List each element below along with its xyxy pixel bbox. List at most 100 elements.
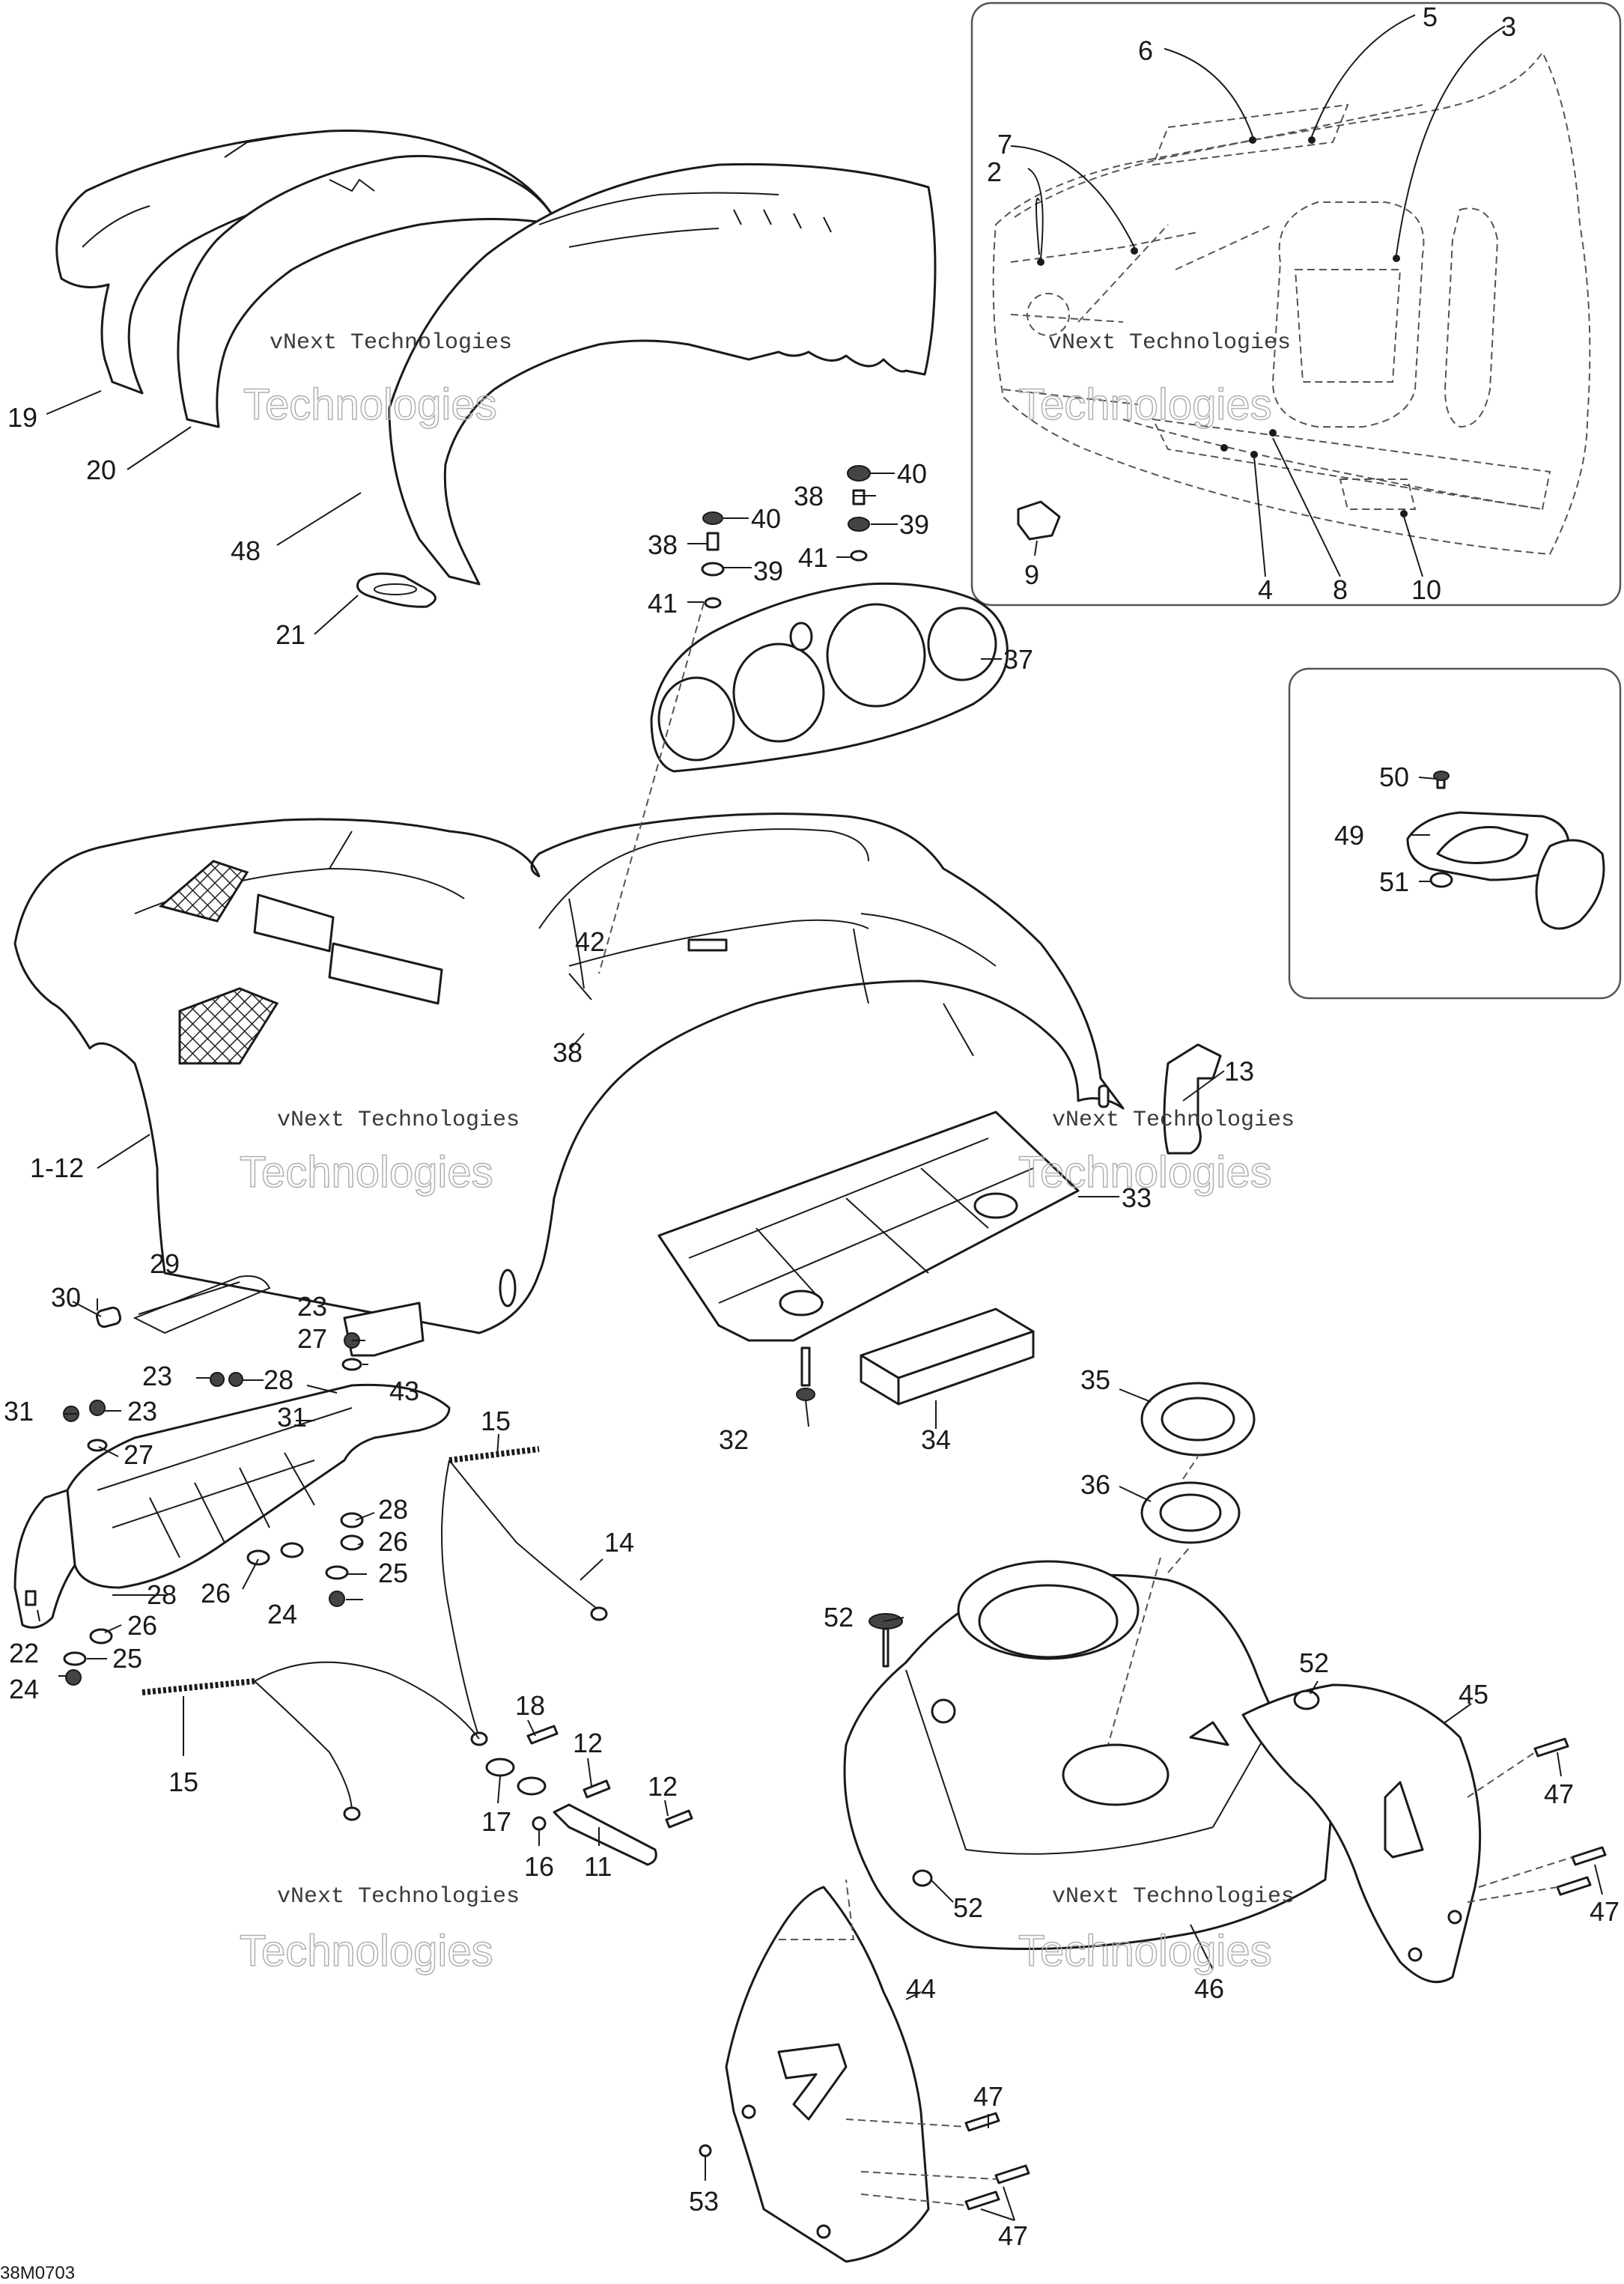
callout-28-b: 28	[378, 1494, 408, 1525]
callout-6: 6	[1138, 35, 1153, 66]
svg-text:Technologies: Technologies	[1018, 1148, 1272, 1197]
svg-text:vNext Technologies: vNext Technologies	[277, 1108, 520, 1133]
part-33-tray	[657, 1111, 1080, 1342]
part-18-rivet	[526, 1725, 559, 1745]
callout-47-b: 47	[1590, 1896, 1620, 1927]
callout-8: 8	[1333, 574, 1348, 605]
part-15-spring-lower	[142, 1661, 480, 1821]
hardware-stack-right	[847, 465, 871, 562]
callout-35: 35	[1080, 1364, 1110, 1395]
callout-48: 48	[231, 535, 261, 566]
callout-46: 46	[1194, 1973, 1224, 2004]
callout-21: 21	[276, 619, 305, 650]
part-46-console	[843, 1560, 1334, 1950]
part-47-rivets	[964, 1737, 1607, 2211]
callout-25: 25	[378, 1558, 408, 1588]
callout-43: 43	[389, 1376, 419, 1406]
decal-leader-dots	[1037, 136, 1408, 517]
callout-23-c: 23	[127, 1396, 157, 1427]
callout-32: 32	[719, 1424, 749, 1455]
callout-34: 34	[921, 1424, 951, 1455]
watermark: vNext Technologies Technologies vNext Te…	[239, 330, 1295, 1976]
alignment-lines	[598, 602, 1573, 2206]
svg-text:Technologies: Technologies	[1018, 1927, 1272, 1975]
callout-38: 38	[648, 529, 678, 560]
callout-52-c: 52	[953, 1892, 983, 1923]
callout-labels: 19 20 48 21 40 38 39 41 38 40 39 41 37 4…	[4, 1, 1620, 2251]
callout-41: 41	[648, 588, 678, 619]
callout-12: 12	[573, 1728, 603, 1758]
part-36-gasket	[1140, 1481, 1241, 1544]
callout-47-c: 47	[973, 2081, 1003, 2112]
callout-22: 22	[9, 1638, 39, 1668]
callout-40-b: 40	[897, 458, 927, 489]
callout-11: 11	[584, 1851, 612, 1882]
callout-24-b: 24	[9, 1674, 39, 1704]
part-11-lever	[553, 1803, 657, 1866]
part-29-rod	[133, 1275, 271, 1334]
callout-31-b: 31	[277, 1402, 307, 1433]
leader-lines	[37, 14, 1603, 2221]
part-37-gauge-support	[650, 582, 1009, 773]
svg-text:vNext Technologies: vNext Technologies	[270, 330, 512, 356]
part-21-clip	[356, 572, 437, 608]
callout-53: 53	[689, 2186, 719, 2217]
callout-15-b: 15	[168, 1767, 198, 1797]
callout-13: 13	[1224, 1056, 1254, 1087]
callout-42: 42	[575, 926, 605, 957]
callout-41-b: 41	[798, 542, 828, 573]
part-45-side-panel	[1241, 1683, 1482, 1984]
callout-52: 52	[824, 1602, 854, 1632]
svg-text:vNext Technologies: vNext Technologies	[1048, 330, 1291, 356]
callout-51: 51	[1379, 866, 1409, 897]
svg-text:vNext Technologies: vNext Technologies	[277, 1884, 520, 1910]
callout-1-12: 1-12	[30, 1152, 84, 1183]
callout-44: 44	[906, 1973, 936, 2004]
callout-39-b: 39	[899, 509, 929, 540]
callout-20: 20	[86, 455, 116, 485]
callout-29: 29	[150, 1248, 180, 1279]
svg-text:Technologies: Technologies	[1018, 380, 1272, 429]
part-9-clip	[1017, 500, 1061, 541]
fastener-cluster	[63, 1332, 364, 1686]
callout-33: 33	[1122, 1182, 1152, 1213]
part-13-bracket	[1098, 1043, 1222, 1155]
callout-9: 9	[1024, 559, 1039, 590]
callout-50: 50	[1379, 762, 1409, 792]
part-48-foam-liner	[388, 163, 937, 586]
part-32-screw	[796, 1346, 815, 1401]
part-49-mirror	[1406, 811, 1605, 930]
part-22-side-bracket	[13, 1489, 76, 1629]
callout-36: 36	[1080, 1469, 1110, 1500]
callout-26: 26	[378, 1526, 408, 1557]
svg-text:vNext Technologies: vNext Technologies	[1052, 1884, 1295, 1910]
part-52-pushpins	[869, 1613, 1320, 1887]
decal-inset-panel	[970, 1, 1622, 607]
callout-23-b: 23	[142, 1361, 172, 1391]
part-34-pad	[860, 1307, 1035, 1406]
part-53-clip	[699, 2144, 712, 2157]
callout-40: 40	[751, 503, 781, 534]
part-20-shroud-shell	[177, 154, 559, 428]
part-12-rivets	[583, 1779, 693, 1829]
callout-28-c: 28	[147, 1579, 177, 1610]
part-43-bracket	[66, 1302, 451, 1589]
callout-49: 49	[1334, 820, 1364, 851]
part-44-side-panel	[725, 1886, 930, 2263]
callout-52-b: 52	[1299, 1647, 1329, 1678]
callout-27-b: 27	[124, 1439, 153, 1470]
callout-12-b: 12	[648, 1771, 678, 1802]
callout-19: 19	[7, 402, 37, 433]
part-15-spring-upper	[448, 1446, 540, 1463]
part-17-ring	[485, 1758, 547, 1796]
callout-16: 16	[524, 1851, 554, 1882]
callout-47: 47	[1544, 1779, 1574, 1809]
callout-15: 15	[481, 1406, 511, 1436]
callout-2: 2	[987, 157, 1002, 187]
callout-25-b: 25	[112, 1643, 142, 1674]
svg-text:Technologies: Technologies	[240, 1927, 493, 1975]
callout-5: 5	[1423, 1, 1438, 32]
svg-text:Technologies: Technologies	[240, 1148, 493, 1197]
part-50-screw	[1433, 771, 1450, 789]
